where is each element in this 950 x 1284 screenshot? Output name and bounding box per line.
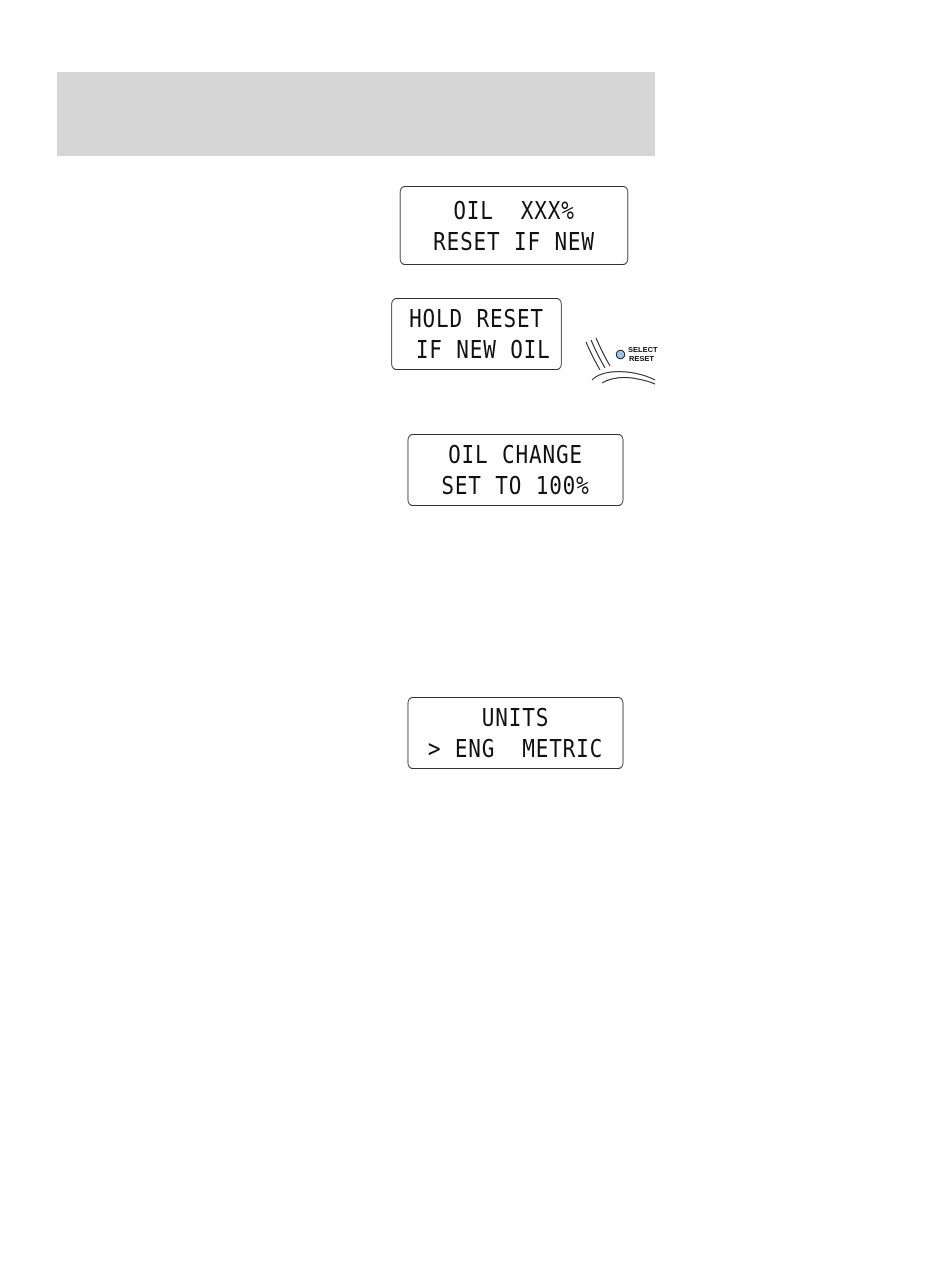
lcd-line-1: OIL XXX%	[401, 195, 628, 226]
lcd-hold-reset-display: HOLD RESET IF NEW OIL	[391, 298, 562, 370]
lcd-units-display: UNITS > ENG METRIC	[408, 697, 624, 769]
lcd-line-1: HOLD RESET	[392, 303, 561, 334]
lcd-oil-change-display: OIL CHANGE SET TO 100%	[408, 434, 624, 506]
lcd-line-2: IF NEW OIL	[392, 334, 561, 365]
lcd-line-2: SET TO 100%	[408, 470, 622, 501]
lcd-oil-life-display: OIL XXX% RESET IF NEW	[400, 186, 628, 265]
lcd-line-2: > ENG METRIC	[408, 733, 622, 764]
lcd-line-1: OIL CHANGE	[408, 439, 622, 470]
reset-label: RESET	[628, 355, 654, 364]
select-reset-label: SELECT RESET	[628, 346, 654, 363]
lcd-line-1: UNITS	[408, 702, 622, 733]
lcd-line-2: RESET IF NEW	[401, 226, 628, 257]
header-band	[57, 72, 655, 156]
